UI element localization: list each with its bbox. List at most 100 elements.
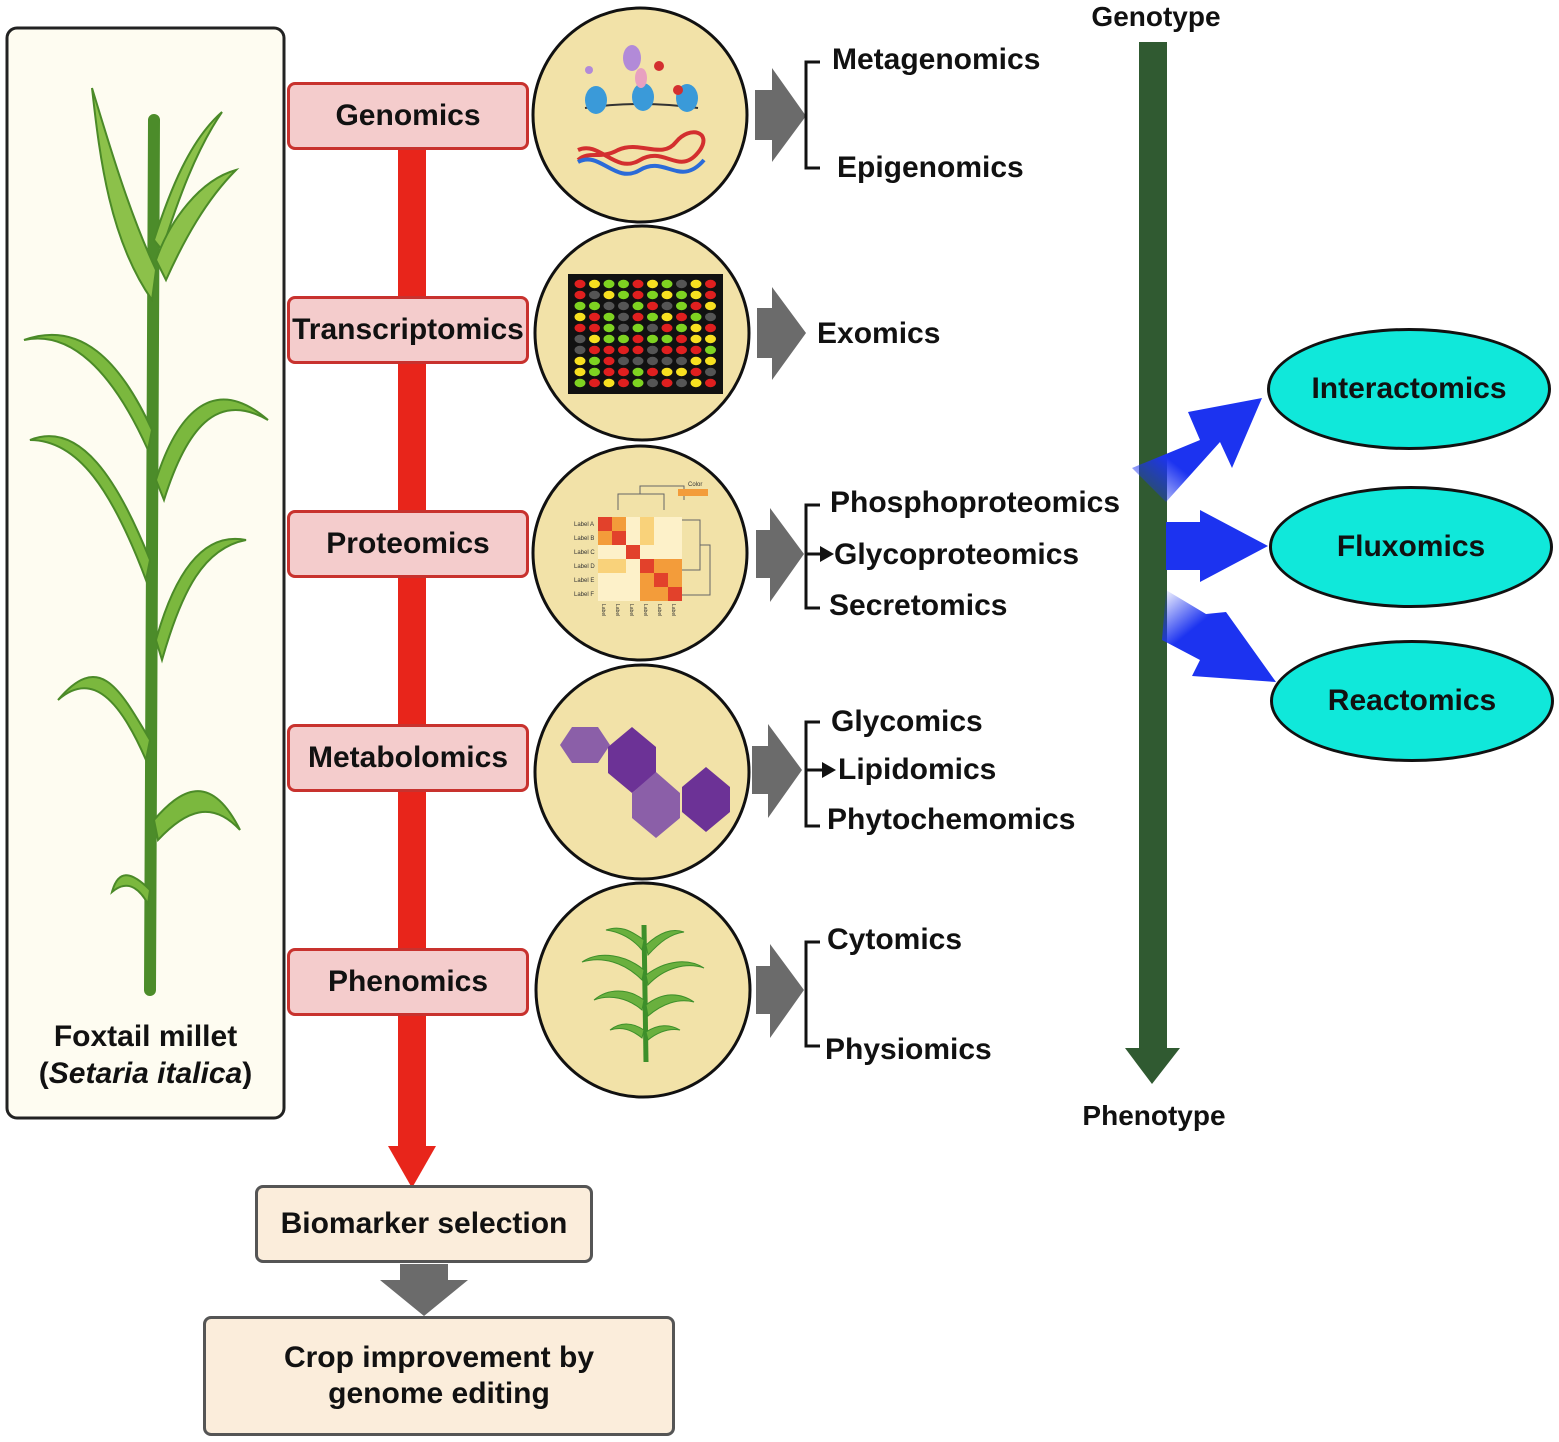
microarray-spot bbox=[574, 378, 586, 388]
microarray-spot bbox=[690, 356, 702, 366]
oval-reactomics[interactable]: Reactomics bbox=[1270, 640, 1554, 762]
heatmap-col-label: Label bbox=[628, 604, 634, 616]
microarray-spot bbox=[632, 367, 644, 377]
microarray-spot bbox=[647, 323, 658, 333]
microarray-spot bbox=[690, 378, 702, 388]
heatmap-cell bbox=[640, 587, 654, 601]
oval-interactomics[interactable]: Interactomics bbox=[1267, 328, 1551, 450]
heatmap-row-label: Label D bbox=[574, 564, 595, 570]
heatmap-cell bbox=[640, 545, 654, 559]
microarray-spot bbox=[632, 345, 644, 355]
microarray-spot bbox=[574, 323, 586, 333]
heatmap-cell bbox=[654, 573, 668, 587]
crop-improvement-line1: Crop improvement by bbox=[283, 1341, 595, 1374]
heatmap-cell bbox=[598, 573, 612, 587]
microarray-spot bbox=[618, 279, 629, 289]
omic-box-genomics[interactable]: Genomics bbox=[287, 82, 529, 150]
omic-box-phenomics[interactable]: Phenomics bbox=[287, 948, 529, 1016]
phenotype-label: Phenotype bbox=[1082, 1100, 1225, 1131]
microarray-spot bbox=[574, 334, 586, 344]
microarray-spot bbox=[676, 301, 687, 311]
sub-omic-label: Secretomics bbox=[829, 589, 1007, 622]
heatmap-cell bbox=[612, 545, 626, 559]
heatmap-cell bbox=[612, 587, 626, 601]
heatmap-cell bbox=[654, 587, 668, 601]
microarray-spot bbox=[661, 378, 673, 388]
omic-box-proteomics[interactable]: Proteomics bbox=[287, 510, 529, 578]
bracket bbox=[804, 60, 820, 170]
heatmap-cell bbox=[668, 587, 682, 601]
heatmap-col-label: Label bbox=[642, 604, 648, 616]
gray-arrow bbox=[756, 508, 804, 602]
heatmap-cell bbox=[598, 545, 612, 559]
omic-box-transcriptomics[interactable]: Transcriptomics bbox=[287, 296, 529, 364]
microarray-spot bbox=[647, 356, 658, 366]
phenomics-circle bbox=[534, 881, 752, 1099]
microarray-spot bbox=[705, 312, 716, 322]
microarray-spot bbox=[574, 345, 586, 355]
microarray-spot bbox=[632, 312, 644, 322]
microarray-spot bbox=[705, 356, 716, 366]
biomarker-selection-box[interactable]: Biomarker selection bbox=[255, 1185, 593, 1263]
microarray-spot bbox=[603, 378, 615, 388]
microarray-spot bbox=[589, 334, 600, 344]
microarray-spot bbox=[618, 367, 629, 377]
sub-omic-label: Phytochemomics bbox=[827, 803, 1075, 836]
microarray-spot bbox=[661, 279, 673, 289]
heatmap-col-label: Label bbox=[656, 604, 662, 616]
heatmap-cell bbox=[668, 517, 682, 531]
microarray-spot bbox=[589, 367, 600, 377]
microarray-spot bbox=[676, 279, 687, 289]
microarray-spot bbox=[632, 279, 644, 289]
heatmap-cell bbox=[668, 545, 682, 559]
microarray-spot bbox=[632, 334, 644, 344]
heatmap-cell bbox=[598, 517, 612, 531]
metabolomics-circle bbox=[533, 663, 751, 881]
microarray-spot bbox=[603, 279, 615, 289]
sub-omic-label: Lipidomics bbox=[838, 753, 996, 786]
microarray-spot bbox=[705, 301, 716, 311]
heatmap-row-label: Label F bbox=[574, 592, 594, 598]
omic-box-metabolomics[interactable]: Metabolomics bbox=[287, 724, 529, 792]
microarray-spot bbox=[603, 312, 615, 322]
oval-fluxomics[interactable]: Fluxomics bbox=[1269, 486, 1553, 608]
heatmap-legend-label: Color bbox=[688, 482, 702, 488]
plant-species: Setaria italica bbox=[48, 1057, 243, 1090]
heatmap-cell bbox=[668, 573, 682, 587]
microarray-spot bbox=[676, 356, 687, 366]
heatmap-col-label: Label bbox=[670, 604, 676, 616]
gray-arrow bbox=[756, 944, 804, 1038]
sub-omic-label: Phosphoproteomics bbox=[830, 486, 1120, 519]
microarray-spot bbox=[632, 301, 644, 311]
microarray-spot bbox=[603, 290, 615, 300]
microarray-spot bbox=[705, 279, 716, 289]
microarray-spot bbox=[676, 290, 687, 300]
heatmap-cell bbox=[626, 545, 640, 559]
microarray-spot bbox=[574, 356, 586, 366]
heatmap-cell bbox=[626, 517, 640, 531]
crop-improvement-box[interactable]: Crop improvement by genome editing bbox=[203, 1316, 675, 1436]
heatmap-cell bbox=[668, 559, 682, 573]
gray-arrow bbox=[755, 68, 806, 162]
microarray-spot bbox=[676, 367, 687, 377]
heatmap-row-label: Label B bbox=[574, 536, 594, 542]
microarray-spot bbox=[589, 279, 600, 289]
branch-arrow-reactomics bbox=[1162, 590, 1276, 682]
microarray-spot bbox=[618, 345, 629, 355]
crop-improvement-line2: genome editing bbox=[328, 1377, 550, 1410]
heatmap-cell bbox=[612, 517, 626, 531]
microarray-spot bbox=[661, 312, 673, 322]
proteomics-circle: Color Label A Label B Label C Label D La… bbox=[531, 444, 749, 662]
microarray-spot bbox=[676, 345, 687, 355]
microarray-spot bbox=[603, 367, 615, 377]
microarray-spot bbox=[632, 356, 644, 366]
microarray-spot bbox=[690, 312, 702, 322]
sub-omic-label: Glycoproteomics bbox=[834, 538, 1079, 571]
microarray-spot bbox=[661, 356, 673, 366]
microarray-spot bbox=[705, 345, 716, 355]
microarray-spot bbox=[647, 301, 658, 311]
microarray-spot bbox=[676, 334, 687, 344]
sub-omic-label: Cytomics bbox=[827, 923, 962, 956]
bracket-arrowhead bbox=[820, 546, 834, 562]
microarray-spot bbox=[647, 378, 658, 388]
